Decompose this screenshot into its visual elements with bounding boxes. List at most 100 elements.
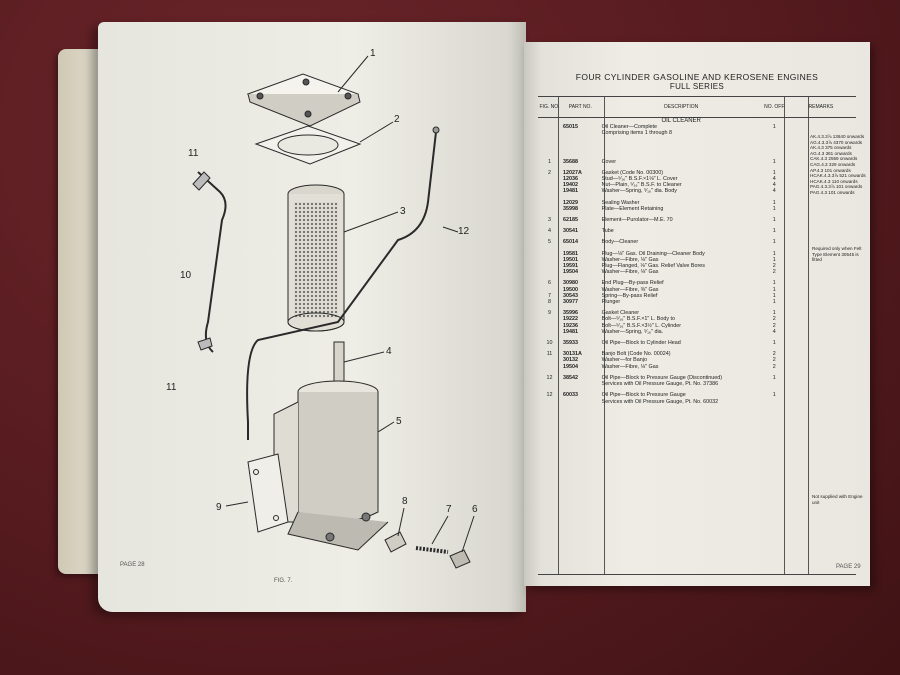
fig-cell: 7 [548,292,551,299]
right-page: FOUR CYLINDER GASOLINE AND KEROSENE ENGI… [524,42,870,586]
part-no-cell: 19481 [563,188,578,195]
quantity-cell: 1 [772,217,776,224]
header-no-off: NO. OFF [762,96,786,118]
quantity-cell: 1 [772,280,776,287]
part-no-cell: 30980 [563,280,578,287]
callout-12: 12 [458,226,470,237]
quantity-cell: 1 [772,256,776,263]
part-no-cell: 19481 [563,328,578,335]
catalogue-title: FOUR CYLINDER GASOLINE AND KEROSENE ENGI… [575,72,819,82]
description-cell: Element—Purolator—M.E. 70 [601,217,673,224]
quantity-cell: 2 [772,363,776,370]
quantity-cell: 1 [772,286,776,293]
parts-table-header: FIG. NO. PART NO. DESCRIPTION NO. OFF RE… [538,96,856,118]
callout-9: 9 [216,502,222,513]
quantity-cell: 1 [772,374,776,381]
description-cell: Tube [601,228,614,235]
catalogue-subtitle: FULL SERIES [669,82,725,91]
part-no-cell: 30132 [563,357,578,364]
description-cell: Plug—⅛" Gas. Oil Draining—Cleaner Body [601,250,705,257]
fig-cell: 12 [546,374,553,381]
exploded-oil-cleaner-diagram: 1 2 3 4 5 6 7 8 9 10 11 11 12 [166,48,478,569]
description-cell: Plug—Flanged, ⅛" Gas. Relief Valve Bores [601,263,705,270]
quantity-cell: 2 [772,263,776,270]
description-cell: Banjo Bolt (Code No. 00024) [601,351,671,358]
part-no-cell: 35933 [563,340,578,347]
fig-cell: 12 [546,392,553,399]
fig-cell: 2 [548,169,551,176]
part-no-cell: 19236 [563,322,578,329]
quantity-cell: 2 [772,269,776,276]
fig-cell: 5 [548,239,551,246]
plunger-part [384,531,407,553]
header-description: DESCRIPTION [599,96,763,118]
callout-2: 2 [394,114,400,125]
description-cell: Cover [601,158,616,165]
banjo-bolt-lower-part [197,337,213,351]
end-plug-part [449,549,471,569]
quantity-cell [763,399,786,405]
left-page: 1 2 3 4 5 6 7 8 9 10 11 11 12 PAGE 28 FI… [98,22,526,612]
table-row: Services with Oil Pressure Gauge, Pt. No… [538,399,856,405]
quantity-cell: 1 [772,310,776,317]
quantity-cell: 1 [772,292,776,299]
part-no-cell: 35996 [563,310,578,317]
quantity-cell: 1 [772,205,776,212]
description-cell: Washer—Fibre, ⅛" Gas [601,363,659,370]
banjo-bolt-upper-part [192,171,211,191]
part-no-cell: 19581 [563,250,578,257]
description-cell: Plunger [601,299,621,306]
part-no-cell: 12027A [563,169,582,176]
figure-caption: FIG. 7. [274,578,293,584]
description-cell: Washer—Spring, ⁵⁄₁₆" dia. Body [601,188,677,195]
table-row: Comprising items 1 through 8 [538,130,856,136]
cleaner-body-part [273,380,389,551]
body-gasket-part [247,453,289,533]
remark-serial-line: AK.4.3 375 onwards [810,145,852,151]
quantity-cell: 2 [772,322,776,329]
fig-cell: 11 [546,351,553,358]
description-cell: Bolt—⁵⁄₁₆" B.S.F.×1" L. Body to [601,316,676,323]
quantity-cell: 4 [772,188,776,195]
remark-serial-line: CAK.4.3 2559 onwards [810,156,858,162]
part-no-cell: 65014 [563,239,578,246]
callout-1: 1 [370,48,376,59]
callout-10: 10 [180,270,192,281]
quantity-cell: 1 [772,228,776,235]
quantity-cell: 1 [772,299,776,306]
remark-serial-line: AK.4.3.3⅞ 13640 onwards [810,134,865,139]
remark-serial-line: PAG.4.3 101 onwards [810,189,855,195]
part-no-cell: 19504 [563,363,578,370]
table-row: Services with Oil Pressure Gauge, Pt. No… [538,381,856,387]
description-cell: Washer—Fibre, ⅜" Gas [601,286,659,293]
quantity-cell: 1 [772,158,776,165]
callout-3: 3 [400,206,406,217]
part-no-cell: 19501 [563,256,578,263]
quantity-cell: 1 [772,250,776,257]
quantity-cell: 2 [772,357,776,364]
quantity-cell: 4 [772,176,776,183]
remark-engine-unit: Not supplied with Engine unit [812,494,863,505]
part-no-cell: 65015 [563,124,578,131]
part-no-cell: 19402 [563,182,578,189]
fig-cell: 6 [548,280,551,287]
part-no-cell: 38542 [563,374,578,381]
description-cell: Services with Oil Pressure Gauge, Pt. No… [601,398,719,405]
fig-cell: 8 [548,299,551,306]
quantity-cell: 1 [772,340,776,347]
header-part-no: PART NO. [561,96,600,118]
part-no-cell: 30541 [563,228,578,235]
part-no-cell: 19504 [563,269,578,276]
part-no-cell: 60033 [563,392,578,399]
